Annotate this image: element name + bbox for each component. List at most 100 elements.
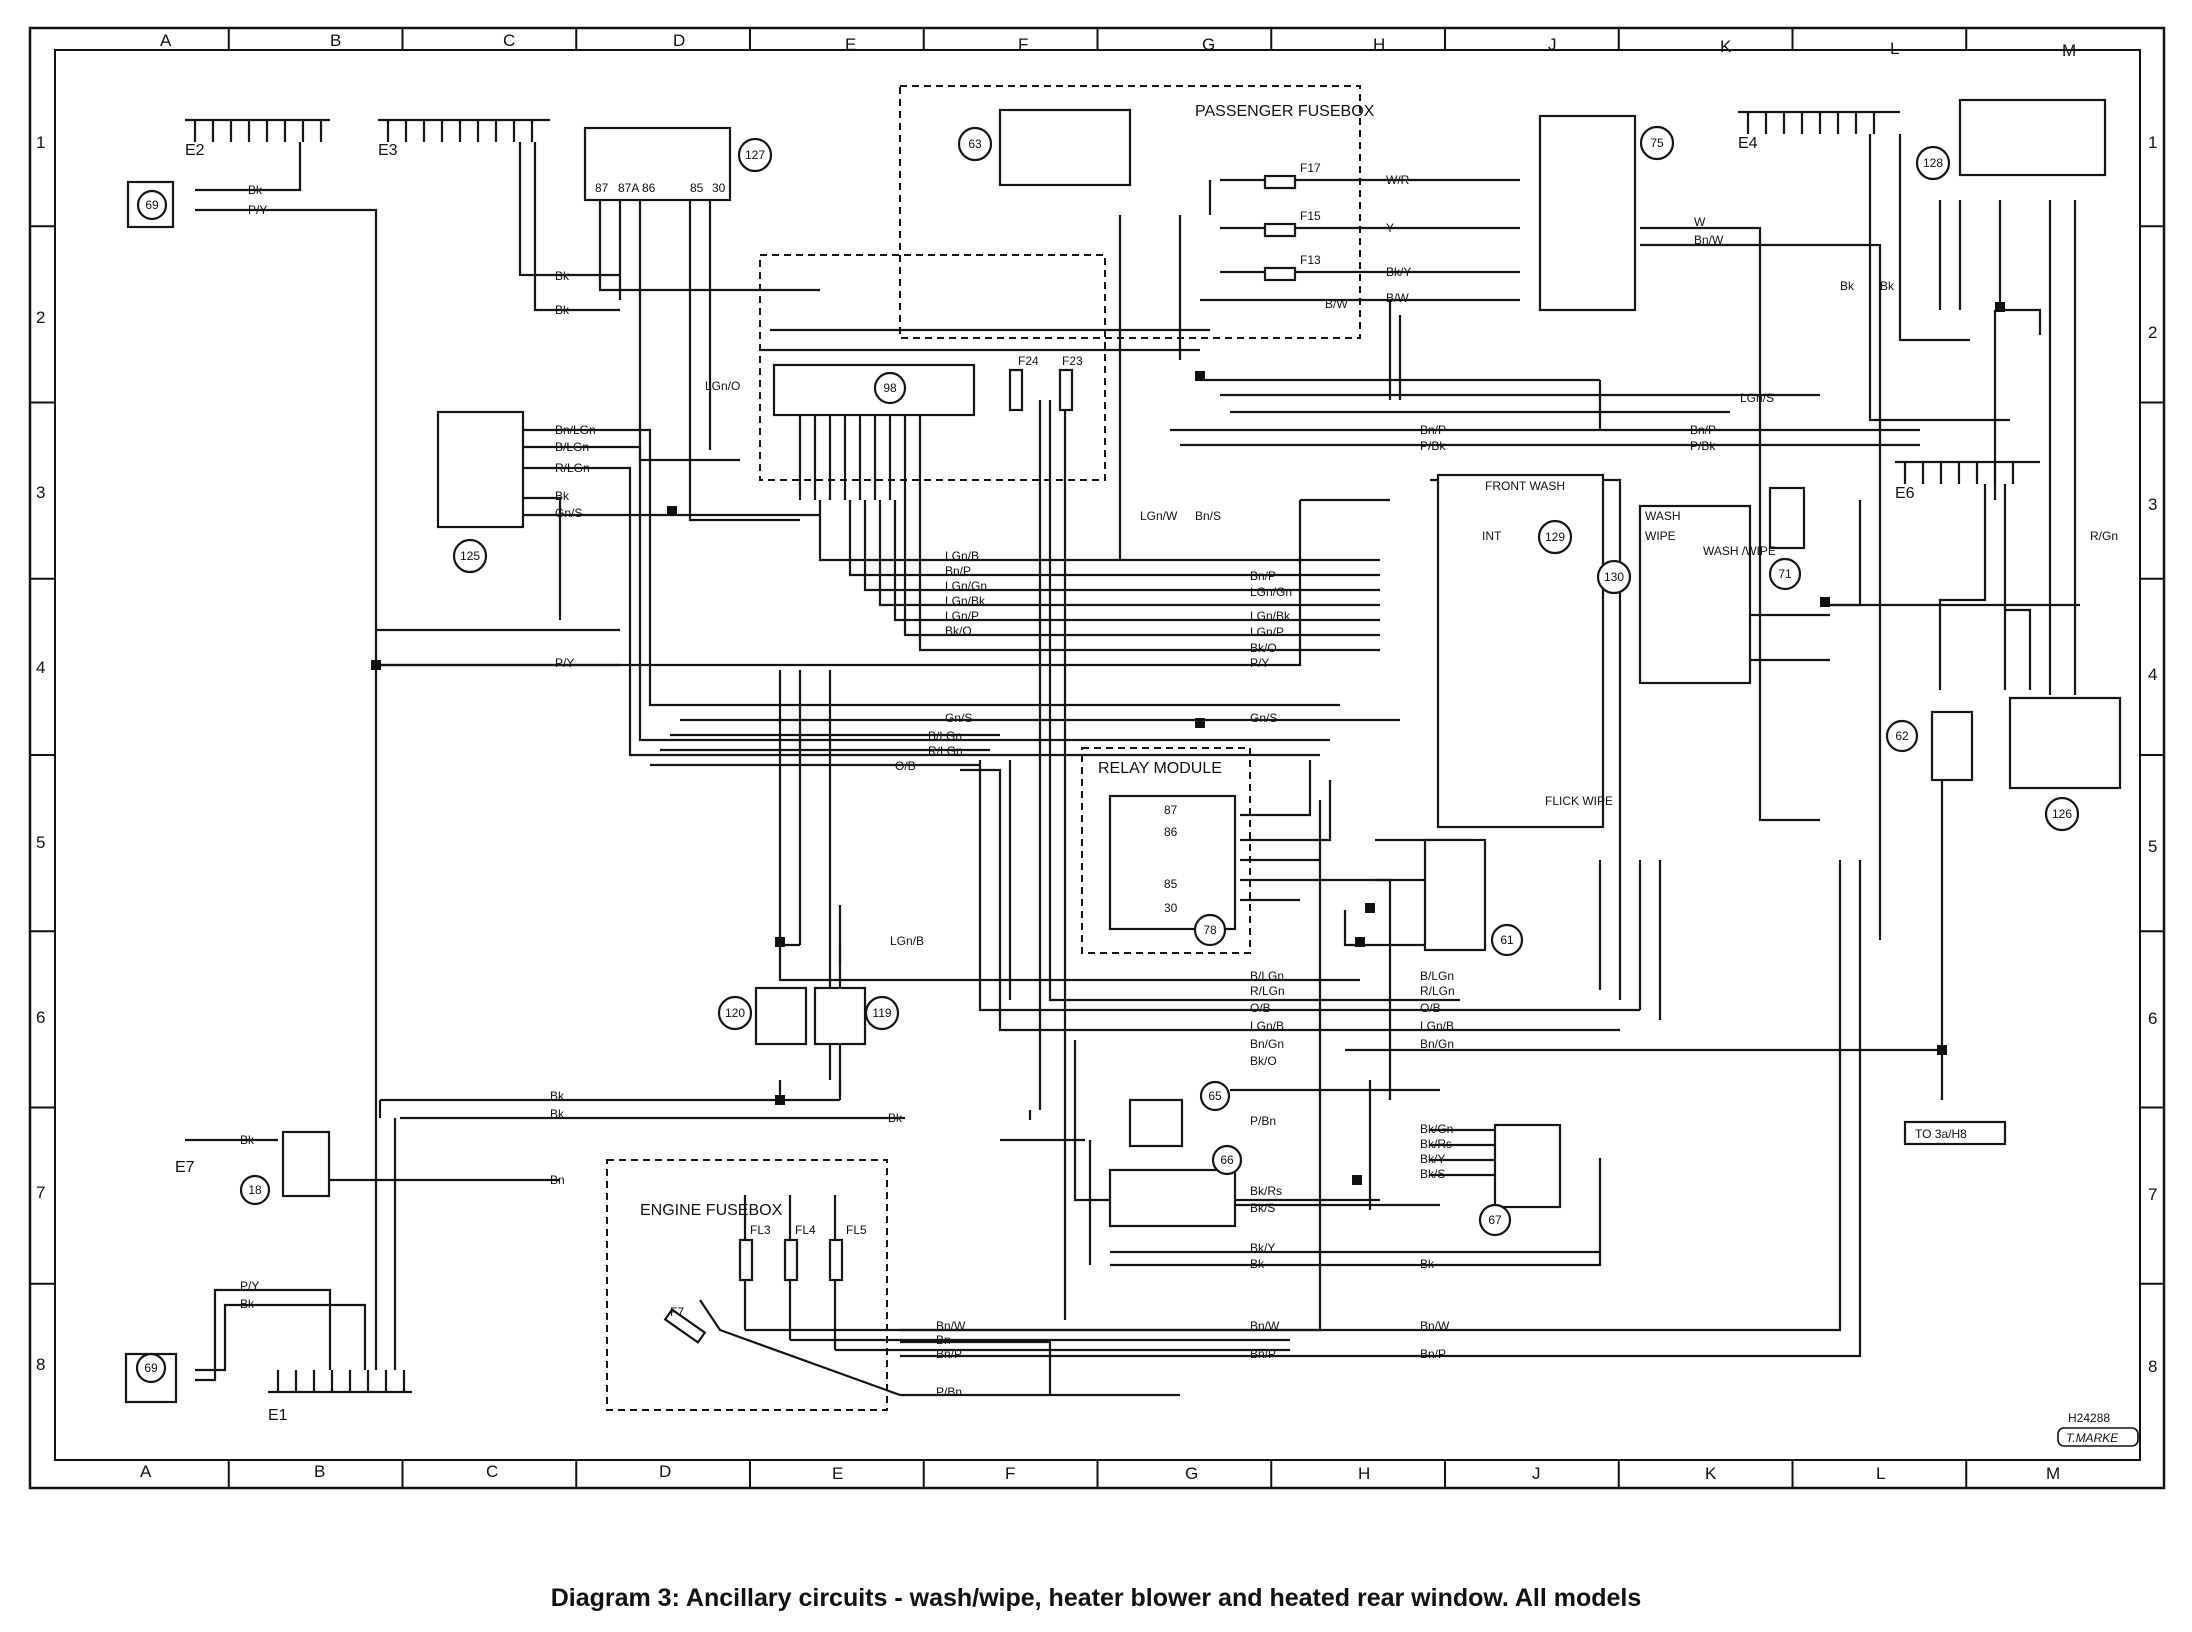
wire-label: Bn/LGn <box>555 423 596 437</box>
wire-label: P/Y <box>555 656 574 670</box>
wire-label: W/R <box>1386 173 1410 187</box>
col-label-bottom: E <box>832 1464 843 1483</box>
stamp-text: T.MARKE <box>2066 1431 2119 1445</box>
svg-text:69: 69 <box>145 198 159 212</box>
col-label-bottom: G <box>1185 1464 1198 1483</box>
row-label-left: 2 <box>36 308 45 327</box>
element-62 <box>1930 710 1974 782</box>
fusebox-inner-outline <box>759 254 1106 481</box>
wire-label: B/LGn <box>1420 969 1454 983</box>
row-label-right: 4 <box>2148 665 2157 684</box>
blower-120 <box>754 986 808 1046</box>
wire-label: Y <box>1386 221 1394 235</box>
wire-label: Bk <box>240 1297 255 1311</box>
relay-127 <box>583 126 732 202</box>
wire-label: Bn/W <box>936 1319 966 1333</box>
stamp-frame <box>2057 1427 2139 1447</box>
svg-text:18: 18 <box>248 1183 262 1197</box>
motor-65 <box>1128 1098 1184 1148</box>
switch-71 <box>1768 486 1806 550</box>
fuse-label: F13 <box>1300 253 1321 267</box>
wire-label: Bk <box>248 183 263 197</box>
col-label-top: M <box>2062 41 2076 60</box>
row-label-left: 4 <box>36 658 45 677</box>
relay-78 <box>1108 794 1237 931</box>
wire-label: Bk/S <box>1250 1201 1275 1215</box>
switch-labels: FRONT WASH INT WASH WIPE WASH /WIPE FLIC… <box>1482 479 1776 808</box>
wire-label: Bn/P <box>1690 423 1716 437</box>
earth-e3: E3 <box>378 142 398 159</box>
fuse-f23 <box>1058 368 1074 412</box>
wire-label: Bk <box>1840 279 1855 293</box>
row-label-left: 8 <box>36 1355 45 1374</box>
fuse-label: F23 <box>1062 354 1083 368</box>
wire-label: LGn/P <box>1250 625 1284 639</box>
col-label-top: E <box>845 35 856 54</box>
wire-label: Bn/P <box>945 564 971 578</box>
svg-text:66: 66 <box>1220 1153 1234 1167</box>
wire-label: Bk/Rs <box>1250 1184 1282 1198</box>
wire-label: Bk <box>555 489 570 503</box>
wire-label: R/LGn <box>555 461 590 475</box>
off-page-ref: TO 3a/H8 <box>1915 1127 1967 1141</box>
col-label-bottom: K <box>1705 1464 1717 1483</box>
component-130: 130 <box>1596 559 1632 595</box>
fuse-fl3 <box>738 1238 754 1282</box>
wire-label: P/Y <box>248 203 267 217</box>
switch-label: FRONT WASH <box>1485 479 1565 493</box>
svg-text:61: 61 <box>1500 933 1514 947</box>
component-78: 78 <box>1193 913 1227 947</box>
wire-label: Bk <box>240 1133 255 1147</box>
wire-label: R/Gn <box>2090 529 2118 543</box>
wire-label: Bk/Y <box>1386 265 1411 279</box>
component-75: 75 <box>1639 125 1675 161</box>
row-label-right: 8 <box>2148 1357 2157 1376</box>
col-label-top: H <box>1373 35 1385 54</box>
wire-label: LGn/Gn <box>1250 585 1292 599</box>
earth-e1: E1 <box>268 1407 288 1424</box>
row-label-left: 3 <box>36 483 45 502</box>
svg-text:71: 71 <box>1778 567 1792 581</box>
wire-label: B/LGn <box>1250 969 1284 983</box>
svg-text:127: 127 <box>745 148 765 162</box>
wire-label: Bn <box>550 1173 565 1187</box>
wire-label: LGn/B <box>890 934 924 948</box>
svg-text:119: 119 <box>872 1006 891 1020</box>
component-127: 127 <box>737 137 773 173</box>
col-label-bottom: L <box>1876 1464 1885 1483</box>
switch-label: WASH <box>1645 509 1681 523</box>
wire-label: LGn/S <box>1740 391 1774 405</box>
grid-numbers-left: 1 2 3 4 5 6 7 8 <box>36 133 45 1374</box>
svg-text:98: 98 <box>883 381 897 395</box>
wire-label: Bk/S <box>1420 1167 1445 1181</box>
passenger-fusebox-outline <box>899 85 1361 339</box>
wire-label: LGn/O <box>705 379 740 393</box>
wire-label: Bn/W <box>1250 1319 1280 1333</box>
relay-module-outline <box>1081 747 1251 954</box>
wire-label: Bn/P <box>1420 423 1446 437</box>
wire-label: LGn/W <box>1140 509 1178 523</box>
component-98: 98 <box>873 371 907 405</box>
fuse-label: FL4 <box>795 1223 816 1237</box>
component-18: 18 <box>239 1174 271 1206</box>
earth-labels: E2 E3 E4 E6 E7 E1 <box>175 135 1915 1424</box>
fuse-label: FL3 <box>750 1223 771 1237</box>
fuse-label: F24 <box>1018 354 1039 368</box>
col-label-top: J <box>1548 35 1557 54</box>
fuse-fl5 <box>828 1238 844 1282</box>
component-119: 119 <box>864 995 900 1031</box>
svg-text:130: 130 <box>1604 570 1624 584</box>
wire-label: LGn/Gn <box>945 579 987 593</box>
svg-text:78: 78 <box>1203 923 1217 937</box>
svg-text:126: 126 <box>2052 807 2072 821</box>
wire-label: Bk <box>550 1107 565 1121</box>
wire-label: LGn/P <box>945 609 979 623</box>
wire-label: Bn/Gn <box>1420 1037 1454 1051</box>
blower-119 <box>813 986 867 1046</box>
component-circles: 69 127 63 75 128 98 125 129 71 130 62 12… <box>135 125 2080 1384</box>
component-120: 120 <box>717 995 753 1031</box>
grid-ticks <box>30 28 2164 1488</box>
wire-label: Bk <box>888 1111 903 1125</box>
junction-dots <box>371 302 2005 1185</box>
pin-label: 85 <box>1164 877 1178 891</box>
